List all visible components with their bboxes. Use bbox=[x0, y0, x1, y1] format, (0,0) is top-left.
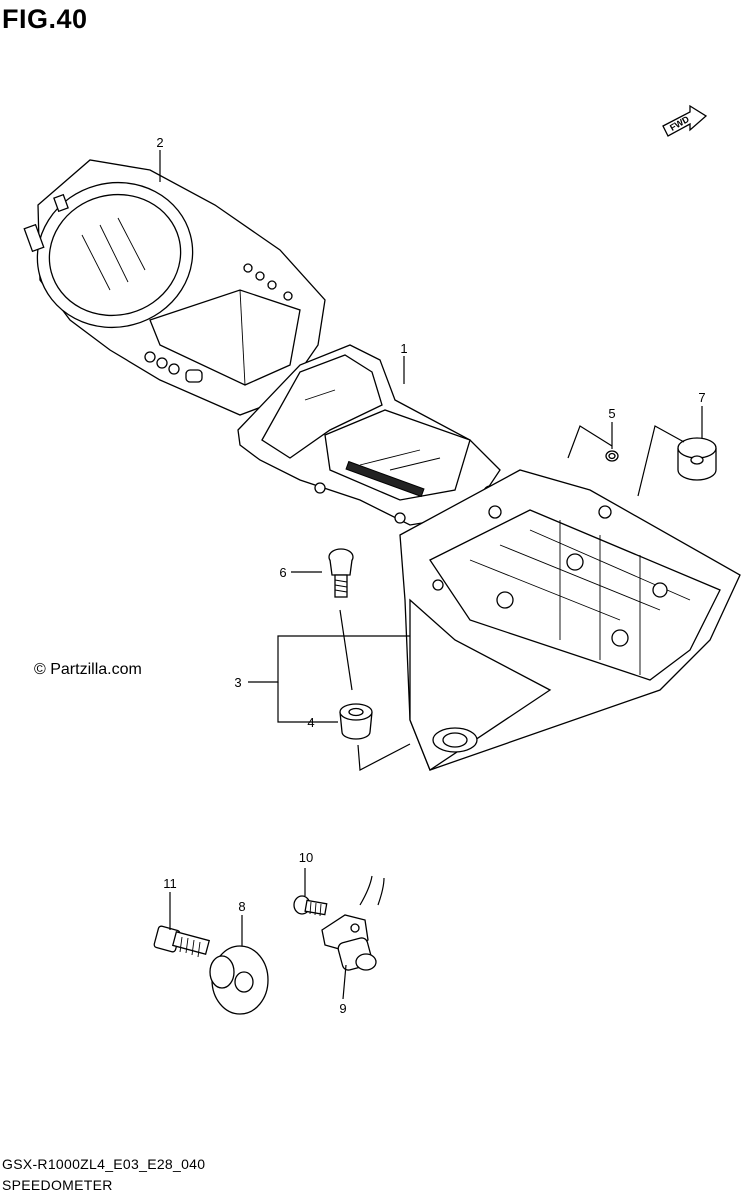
callout-labels: 2 1 5 7 6 3 4 10 11 8 9 bbox=[156, 135, 705, 1016]
part-10-bolt bbox=[293, 895, 328, 917]
part-9-speed-sensor bbox=[321, 875, 385, 971]
callout-7: 7 bbox=[698, 390, 705, 405]
lower-meter-case bbox=[399, 469, 741, 771]
callout-3: 3 bbox=[234, 675, 241, 690]
callout-1: 1 bbox=[400, 341, 407, 356]
part-5-grommet bbox=[605, 450, 619, 462]
part-11-bolt bbox=[153, 925, 211, 958]
callout-10: 10 bbox=[299, 850, 313, 865]
callout-5: 5 bbox=[608, 406, 615, 421]
part-8-gear bbox=[209, 945, 269, 1015]
diagram-name: SPEEDOMETER bbox=[2, 1177, 113, 1193]
copyright-notice: © Partzilla.com bbox=[34, 661, 142, 678]
part-7-cushion bbox=[677, 437, 717, 481]
callout-4: 4 bbox=[307, 715, 314, 730]
callout-6: 6 bbox=[279, 565, 286, 580]
callout-11: 11 bbox=[163, 876, 177, 891]
callout-9: 9 bbox=[339, 1001, 346, 1016]
diagram-code: GSX-R1000ZL4_E03_E28_040 bbox=[2, 1156, 206, 1172]
part-4-cushion bbox=[339, 703, 373, 740]
leader-lines bbox=[159, 150, 703, 1000]
callout-2: 2 bbox=[156, 135, 163, 150]
part-1-meter-assembly bbox=[237, 344, 501, 526]
callout-8: 8 bbox=[238, 899, 245, 914]
fwd-arrow-icon: FWD bbox=[662, 104, 708, 137]
part-6-screw bbox=[328, 548, 354, 598]
figure-title: FIG.40 bbox=[2, 4, 88, 34]
part-2-meter-cover bbox=[23, 159, 326, 416]
